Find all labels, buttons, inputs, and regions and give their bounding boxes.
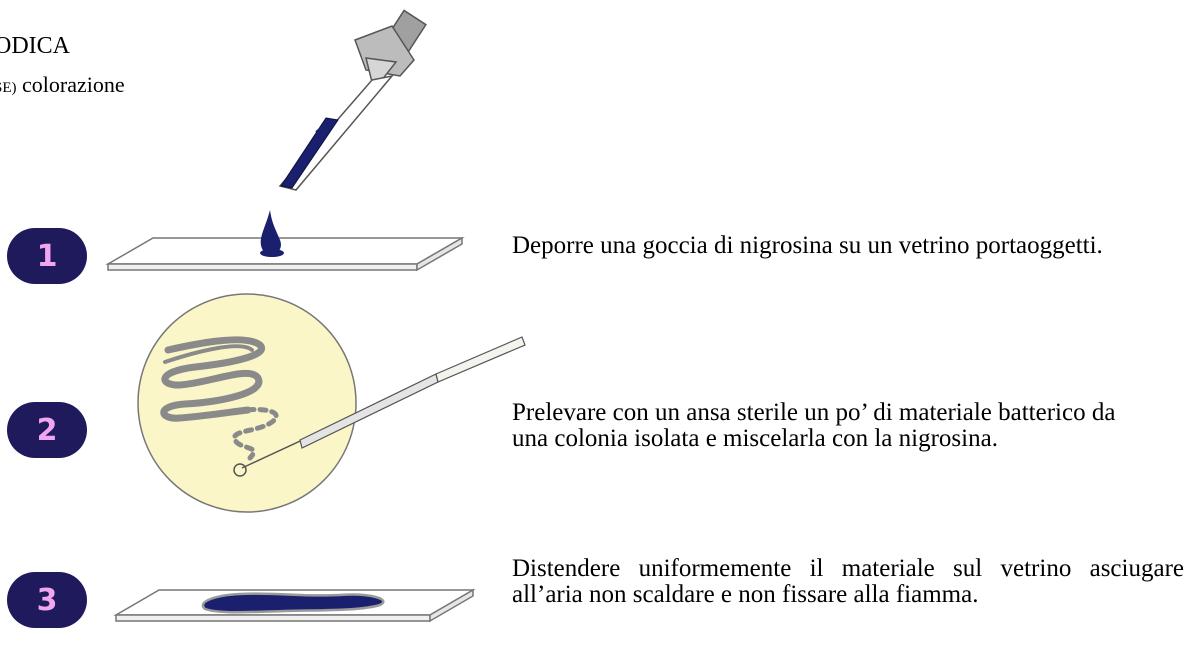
procedure-title: ODICA [0,33,70,59]
step-1-text: Deporre una goccia di nigrosina su un ve… [512,232,1103,259]
slide-with-smear [113,588,476,623]
step-2-badge: 2 [7,402,87,458]
petri-dish-illustration [137,293,526,513]
dropper-illustration [278,9,427,191]
slide-with-drop [105,210,465,272]
step-3-badge: 3 [7,572,87,628]
step-1-badge: 1 [7,228,87,284]
procedure-subtitle: SE) colorazione [0,72,125,101]
step-2-text: Prelevare con un ansa sterile un po’ di … [512,399,1116,452]
subtitle-small-caps: SE) [0,80,17,96]
subtitle-text: colorazione [16,72,125,97]
step-3-text: Distendere uniformemente il materiale su… [512,555,1184,608]
